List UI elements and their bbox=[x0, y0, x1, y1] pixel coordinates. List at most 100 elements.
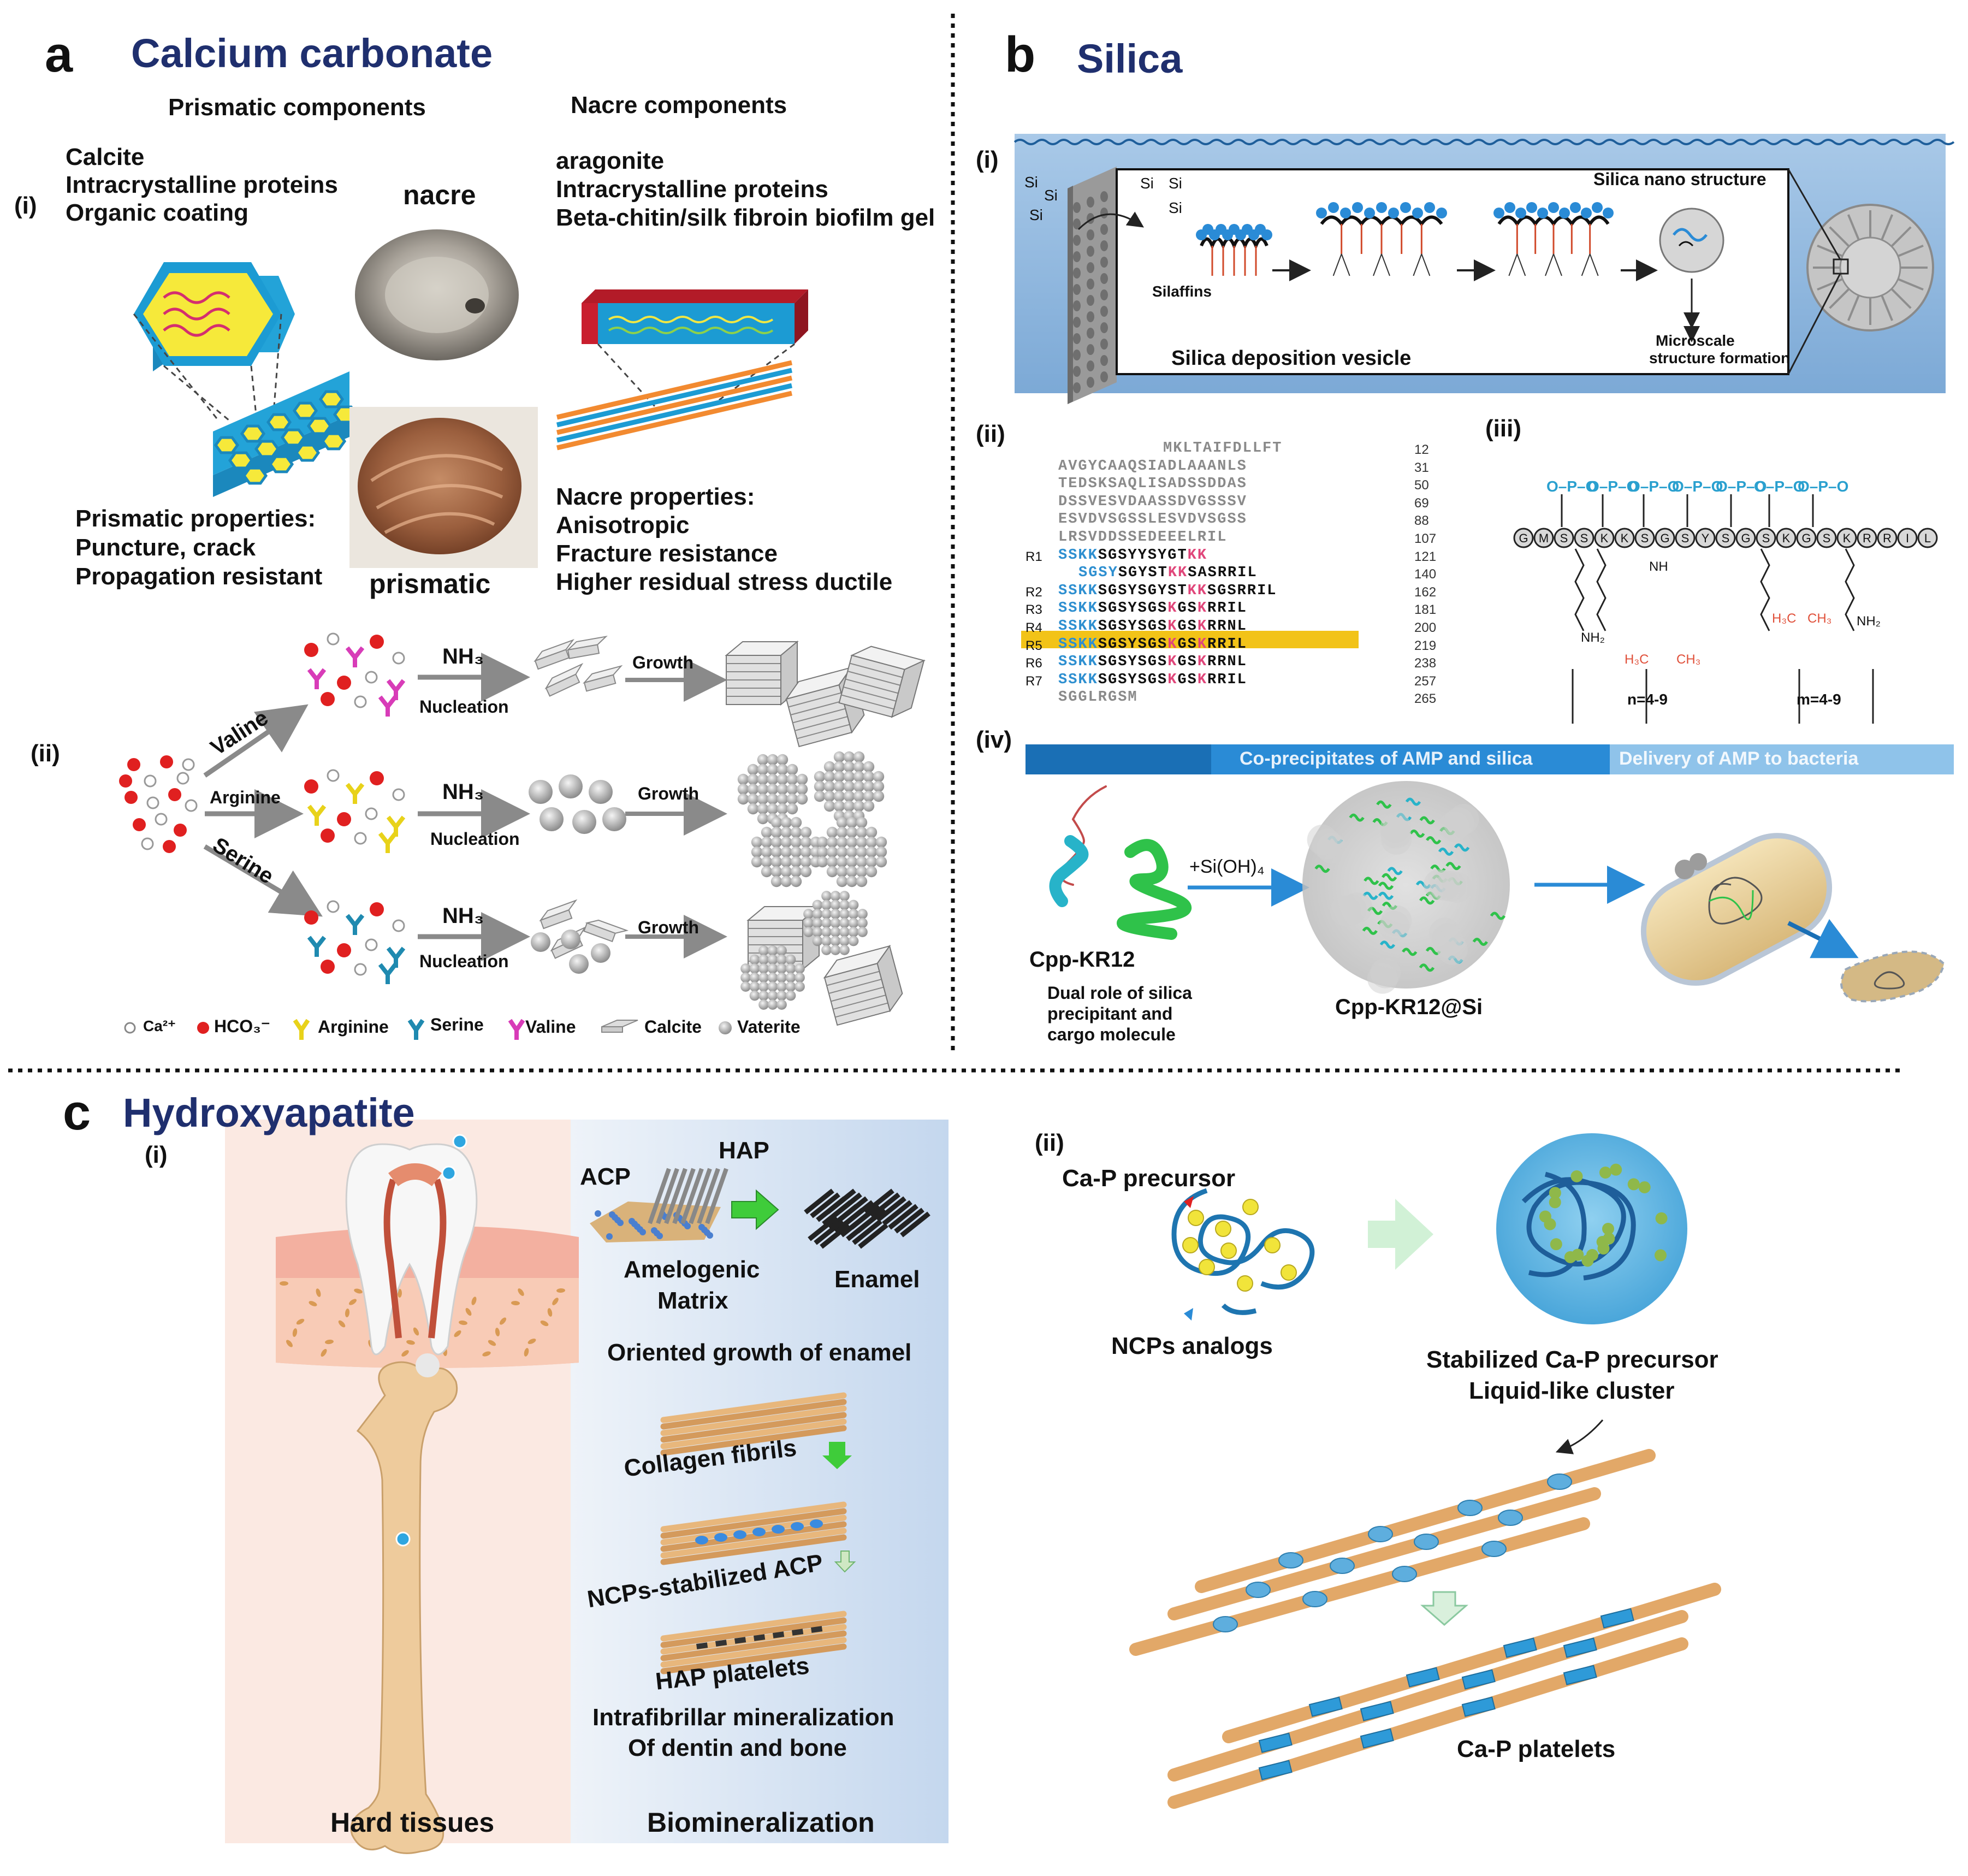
gum-texture bbox=[471, 1297, 477, 1305]
sequence-row-label: R6 bbox=[1026, 656, 1042, 671]
hap-platelet bbox=[696, 1642, 708, 1649]
amp-peptide bbox=[1438, 847, 1454, 856]
pore bbox=[1087, 229, 1094, 240]
bicarbonate-ion bbox=[125, 791, 138, 804]
pore bbox=[1073, 333, 1081, 344]
sub-label-b-ii: (ii) bbox=[976, 421, 1005, 447]
nacre-photo-label: nacre bbox=[403, 180, 476, 210]
vaterite-sphere bbox=[803, 891, 868, 955]
pore bbox=[1073, 202, 1081, 213]
sequence-row: SGGLRGSM bbox=[1058, 689, 1138, 706]
honeycomb-cell bbox=[214, 436, 240, 454]
gum-texture bbox=[286, 1340, 293, 1347]
amino-acid-glyph bbox=[345, 783, 365, 804]
residue-letter: R bbox=[1863, 531, 1871, 545]
sub-label-a-i: (i) bbox=[14, 192, 37, 219]
siloxane-bond bbox=[1508, 253, 1526, 276]
sequence-row: SSKKSGSYSGSKGSKRRNL bbox=[1058, 618, 1247, 635]
hard-tissues-label: Hard tissues bbox=[330, 1807, 495, 1838]
honeycomb-cell bbox=[268, 455, 294, 474]
residue-bead bbox=[1796, 528, 1817, 548]
growth-label: Growth bbox=[638, 784, 699, 803]
pore bbox=[1073, 317, 1081, 328]
calcium-ion bbox=[155, 813, 168, 826]
honeycomb-cell bbox=[254, 440, 280, 458]
hap-platelet bbox=[754, 1634, 766, 1641]
vaterite-particle bbox=[540, 807, 564, 831]
sequence-row-number: 257 bbox=[1414, 673, 1437, 689]
clustered-precursor bbox=[1570, 1170, 1583, 1182]
infiltrating-cluster bbox=[1481, 1541, 1507, 1557]
r5-highlight bbox=[1021, 631, 1359, 648]
calcium-ion bbox=[146, 796, 159, 809]
liquid-cluster bbox=[1496, 1133, 1687, 1324]
nacre-header: Nacre components bbox=[571, 92, 787, 119]
amp-peptide bbox=[1409, 829, 1425, 838]
pore bbox=[1100, 322, 1108, 333]
calcite-slab bbox=[583, 919, 629, 943]
infiltrating-cluster bbox=[1330, 1558, 1355, 1574]
residue-letter: K bbox=[1621, 531, 1629, 545]
hap-rod bbox=[689, 1168, 712, 1224]
enamel-rod bbox=[858, 1223, 888, 1249]
legend-arginine: Arginine bbox=[318, 1017, 389, 1037]
collagen-fibril bbox=[660, 1611, 847, 1642]
enamel-rod bbox=[804, 1188, 834, 1215]
vaterite-particle bbox=[561, 930, 580, 949]
sequence-row-number: 69 bbox=[1414, 495, 1429, 511]
calcite-crystal bbox=[725, 640, 799, 706]
enamel-rod bbox=[870, 1192, 900, 1218]
hap-platelet bbox=[811, 1626, 823, 1633]
gum-texture bbox=[296, 1318, 305, 1325]
bicarbonate-ion bbox=[370, 902, 384, 916]
ca-p-platelet bbox=[1461, 1696, 1496, 1717]
bicarbonate-ion bbox=[321, 692, 335, 706]
collagen-fibril bbox=[660, 1501, 847, 1532]
nacre-property: Anisotropic bbox=[556, 512, 690, 538]
hexagonal-prism-diagram bbox=[134, 262, 295, 371]
residue-bead bbox=[1695, 528, 1716, 548]
silica-complex bbox=[1302, 781, 1510, 989]
calcium-ion bbox=[365, 938, 378, 951]
ca-p-precursor bbox=[1237, 1275, 1253, 1292]
collagen-bundle bbox=[660, 1392, 847, 1456]
residue-bead bbox=[1917, 528, 1938, 548]
residue-letter: G bbox=[1801, 531, 1811, 545]
platelets-label: Ca-P platelets bbox=[1457, 1736, 1616, 1762]
sequence-row-label: R2 bbox=[1026, 584, 1042, 600]
sub-label-c-ii: (ii) bbox=[1035, 1129, 1064, 1156]
gum-texture bbox=[556, 1288, 565, 1293]
acp-cluster bbox=[772, 1525, 785, 1534]
bone bbox=[350, 1361, 458, 1854]
residue-bead bbox=[1735, 528, 1756, 548]
clustered-precursor bbox=[1549, 1196, 1561, 1209]
gum-texture bbox=[495, 1328, 500, 1336]
gum-texture bbox=[518, 1288, 524, 1296]
sub-label-b-i: (i) bbox=[976, 146, 999, 173]
peptide-name: Cpp-KR12 bbox=[1029, 948, 1135, 972]
precursor-pointer bbox=[1184, 1196, 1194, 1208]
phosphate-group: O–P–O bbox=[1587, 478, 1638, 495]
residue-letter: K bbox=[1782, 531, 1791, 545]
phosphate-group: O–P–O bbox=[1672, 478, 1723, 495]
prismatic-component: Intracrystalline proteins bbox=[66, 171, 338, 198]
panel-a-title: Calcium carbonate bbox=[131, 31, 493, 76]
clustered-precursor bbox=[1550, 1238, 1562, 1251]
hap-rod bbox=[680, 1168, 704, 1224]
amino-acid-glyph bbox=[307, 804, 327, 826]
legend-ca: Ca²⁺ bbox=[143, 1017, 176, 1034]
residue-bead bbox=[1756, 528, 1776, 548]
enamel-rod bbox=[864, 1188, 894, 1215]
amp-peptide bbox=[1349, 813, 1365, 822]
collagen-fibril bbox=[660, 1630, 847, 1661]
phosphate-bead bbox=[1261, 229, 1272, 240]
nacre-layer bbox=[556, 390, 793, 451]
nacre-component: aragonite bbox=[556, 147, 665, 174]
silica-particle bbox=[1367, 963, 1398, 994]
residue-letter: M bbox=[1539, 531, 1549, 545]
vesicle-box bbox=[1116, 168, 1789, 375]
amp-peptide bbox=[1381, 873, 1397, 881]
n-range-label: n=4-9 bbox=[1627, 691, 1668, 708]
intrafibrillar-label: Intrafibrillar mineralization bbox=[592, 1704, 894, 1731]
amino-acid-glyph bbox=[386, 679, 406, 700]
